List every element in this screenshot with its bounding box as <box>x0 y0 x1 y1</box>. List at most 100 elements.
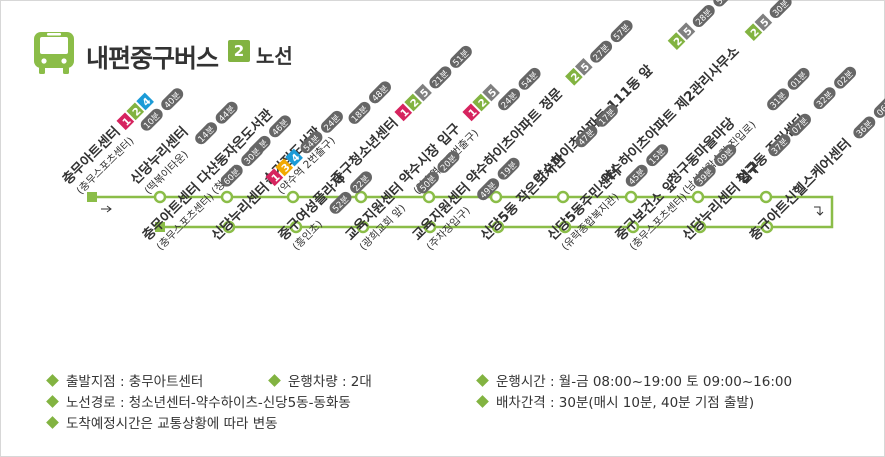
line-badge-2 <box>744 23 763 42</box>
time-pill <box>789 113 811 136</box>
line-badge-4 <box>285 148 303 167</box>
line-badge-4 <box>136 92 154 111</box>
time-pill <box>787 67 810 90</box>
terminal-marker <box>155 222 165 232</box>
time-pill <box>321 110 343 133</box>
line-badge-2 <box>126 102 145 121</box>
stop-marker <box>693 220 707 234</box>
line-badge-1 <box>394 103 413 122</box>
time-pill <box>834 66 857 89</box>
time-pill <box>497 157 520 180</box>
line-badge-2 <box>472 93 490 112</box>
line-badge-5 <box>482 83 500 102</box>
line-badge-3 <box>275 158 294 177</box>
legend-note: 도착예정시간은 교통상황에 따라 변동 <box>46 412 278 432</box>
stop-marker <box>556 190 570 204</box>
stop-marker <box>760 220 774 234</box>
time-pill <box>692 5 715 27</box>
time-pill <box>646 144 669 167</box>
line-badge-5 <box>754 13 773 32</box>
diamond-bullet-icon <box>476 395 489 408</box>
stop-marker <box>220 190 234 204</box>
legend-note-text: 도착예정시간은 교통상황에 따라 변동 <box>66 416 278 432</box>
stop-marker <box>624 190 638 204</box>
time-pill <box>713 0 736 7</box>
time-pill <box>369 81 391 104</box>
time-pill <box>477 178 500 201</box>
line-badge-2 <box>667 32 686 50</box>
diamond-bullet-icon <box>476 374 489 387</box>
stop-marker <box>626 220 640 234</box>
time-pill <box>767 88 790 111</box>
legend-interval-text: 배차간격 : 30분(매시 10분, 40분 기점 출발) <box>496 395 755 411</box>
legend-path-text: 노선경로 : 청소년센터-약수하이츠-신당5동-동화동 <box>66 395 351 411</box>
time-pill <box>140 108 163 131</box>
time-pill <box>329 191 352 214</box>
legend-hours-text: 운행시간 : 월-금 08:00~19:00 토 09:00~16:00 <box>496 374 793 390</box>
time-pill <box>215 101 238 124</box>
time-pill <box>449 45 472 68</box>
line-badge-1 <box>116 112 135 131</box>
line-badge-2 <box>565 67 583 86</box>
time-pill <box>429 66 452 89</box>
turn-arrow-icon <box>814 206 824 216</box>
line-number-badge: 2 <box>228 40 250 62</box>
time-pill <box>416 171 439 194</box>
time-pill <box>348 101 371 124</box>
arrival-time: 30분 <box>771 0 791 19</box>
time-pill <box>575 125 598 148</box>
time-pill <box>300 131 323 154</box>
legend-vehicles: 운행차량 : 2대 <box>268 370 372 390</box>
time-pill <box>625 164 648 187</box>
diamond-bullet-icon <box>46 374 59 387</box>
stop-marker <box>558 220 572 234</box>
line-badge-2 <box>404 93 422 112</box>
time-pill <box>220 164 243 187</box>
line-badge-1 <box>462 103 481 122</box>
time-pill <box>693 164 716 187</box>
legend-vehicles-text: 운행차량 : 2대 <box>288 374 372 390</box>
time-pill <box>813 87 836 110</box>
time-pill <box>518 67 541 90</box>
arrival-time: 58분 <box>715 0 735 7</box>
stop-marker <box>422 190 436 204</box>
time-pill <box>269 115 292 138</box>
stop-marker <box>153 190 167 204</box>
legend-path: 노선경로 : 청소년센터-약수하이츠-신당5동-동화동 <box>46 391 351 411</box>
legend-hours: 운행시간 : 월-금 08:00~19:00 토 09:00~16:00 <box>476 370 793 390</box>
time-pill <box>498 88 521 111</box>
stop-marker <box>489 190 503 204</box>
time-pill <box>350 171 373 194</box>
stop-marker <box>691 190 705 204</box>
time-pill <box>714 144 737 167</box>
stop-marker <box>356 220 370 234</box>
bus-icon <box>34 32 74 74</box>
diamond-bullet-icon <box>268 374 281 387</box>
legend-start: 출발지점 : 충무아트센터 <box>46 370 204 390</box>
time-pill <box>769 0 792 19</box>
line-badge-5 <box>677 22 696 41</box>
legend-interval: 배차간격 : 30분(매시 10분, 40분 기점 출발) <box>476 391 755 411</box>
diamond-bullet-icon <box>46 416 59 429</box>
time-pill <box>437 150 460 173</box>
terminal-marker <box>87 192 97 202</box>
line-name: 노선 <box>256 44 293 68</box>
time-pill <box>241 144 264 167</box>
time-pill <box>161 88 184 111</box>
stop-marker <box>286 190 300 204</box>
direction-arrow-icon <box>101 205 112 213</box>
time-pill <box>768 134 791 157</box>
line-badge-5 <box>414 83 432 102</box>
time-pill <box>195 122 218 145</box>
stop-marker <box>289 220 303 234</box>
stop-marker <box>491 220 505 234</box>
legend-start-text: 출발지점 : 충무아트센터 <box>66 374 204 390</box>
time-pill <box>853 116 876 139</box>
time-pill <box>595 104 618 127</box>
time-pill <box>610 20 633 43</box>
line-badge-1 <box>265 168 284 187</box>
time-pill <box>590 40 613 63</box>
